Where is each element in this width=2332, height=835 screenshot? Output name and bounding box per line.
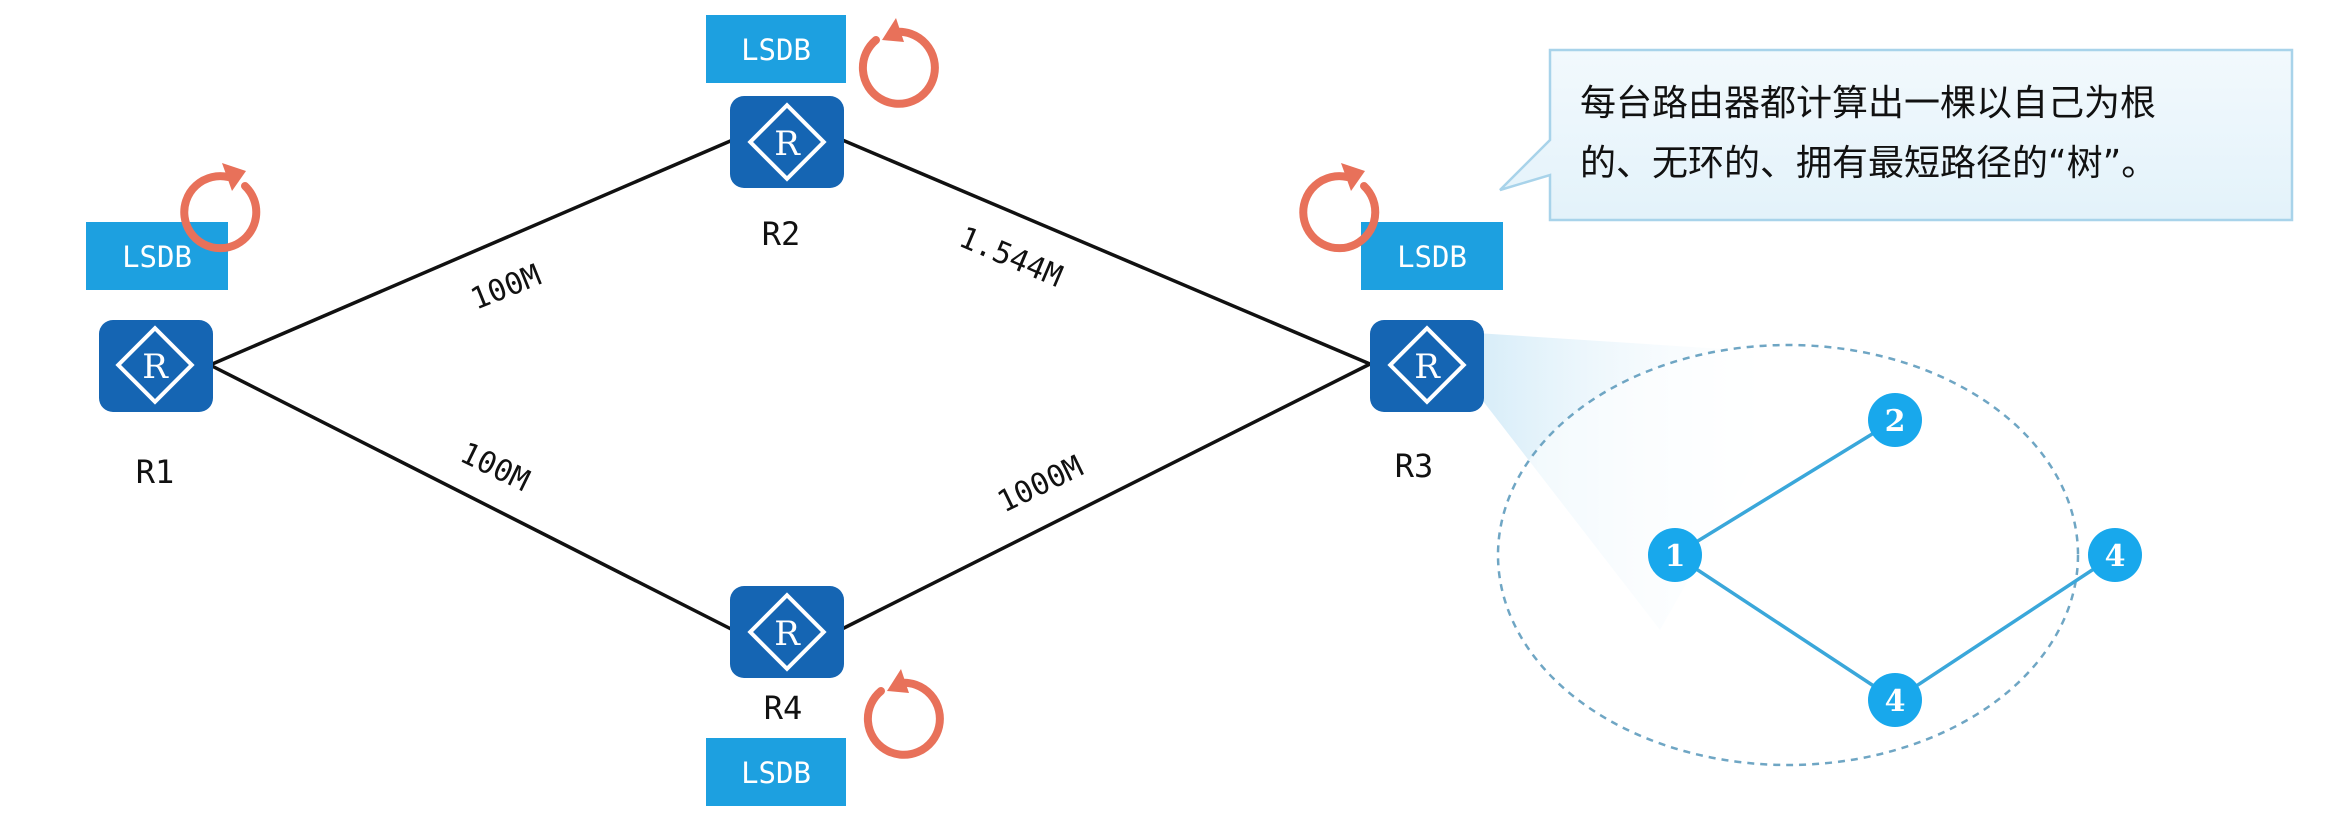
svg-text:R: R <box>774 614 801 654</box>
router-label-r1: R1 <box>136 453 175 491</box>
svg-text:4: 4 <box>2105 539 2126 574</box>
svg-text:R: R <box>1414 347 1441 387</box>
tree-edge <box>1674 553 1896 702</box>
lsdb-r1: LSDB <box>86 222 228 290</box>
link-r1-r2 <box>209 137 736 367</box>
svg-text:4: 4 <box>1885 684 1906 719</box>
link-label-r2-r3: 1.544M <box>954 220 1067 295</box>
lsdb-r3: LSDB <box>1361 222 1503 290</box>
tree-boundary <box>1496 343 2080 767</box>
tree-node: 4 <box>1868 673 1922 727</box>
link-label-r1-r4: 100M <box>454 436 534 499</box>
tree-node: 1 <box>1648 528 1702 582</box>
link-r2-r3 <box>839 137 1371 366</box>
svg-text:2: 2 <box>1885 404 1906 439</box>
router-r4: R <box>730 586 844 678</box>
shortest-path-tree: 1 2 4 4 <box>1496 343 2142 767</box>
svg-text:R: R <box>774 124 801 164</box>
link-r1-r4 <box>209 363 734 632</box>
router-r3: R <box>1370 320 1484 412</box>
lsdb-r2: LSDB <box>706 15 846 83</box>
callout-line-2: 的、无环的、拥有最短路径的“树”。 <box>1580 143 2157 184</box>
svg-text:LSDB: LSDB <box>741 33 811 67</box>
router-r2: R <box>730 96 844 188</box>
tree-edge <box>1674 418 1896 557</box>
link-label-r4-r3: 1000M <box>992 449 1089 520</box>
callout-line-1: 每台路由器都计算出一棵以自己为根 <box>1580 83 2156 124</box>
lsdb-r4: LSDB <box>706 738 846 806</box>
refresh-icon <box>1299 163 1380 253</box>
callout: 每台路由器都计算出一棵以自己为根 的、无环的、拥有最短路径的“树”。 <box>1499 48 2294 222</box>
router-r1: R <box>99 320 213 412</box>
tree-node: 4 <box>2088 528 2142 582</box>
svg-text:LSDB: LSDB <box>741 756 811 790</box>
link-label-r1-r2: 100M <box>466 258 546 318</box>
link-r4-r3 <box>839 362 1371 632</box>
refresh-icon <box>180 163 261 253</box>
links <box>209 137 1371 632</box>
router-label-r4: R4 <box>764 689 803 727</box>
refresh-icon <box>858 18 939 108</box>
tree-node: 2 <box>1868 393 1922 447</box>
svg-text:LSDB: LSDB <box>122 240 192 274</box>
svg-text:R: R <box>142 347 169 387</box>
refresh-icon <box>863 669 944 759</box>
svg-text:LSDB: LSDB <box>1397 240 1467 274</box>
router-label-r3: R3 <box>1395 447 1434 485</box>
svg-text:1: 1 <box>1665 539 1686 574</box>
router-label-r2: R2 <box>762 215 801 253</box>
tree-edge <box>1894 553 2116 702</box>
